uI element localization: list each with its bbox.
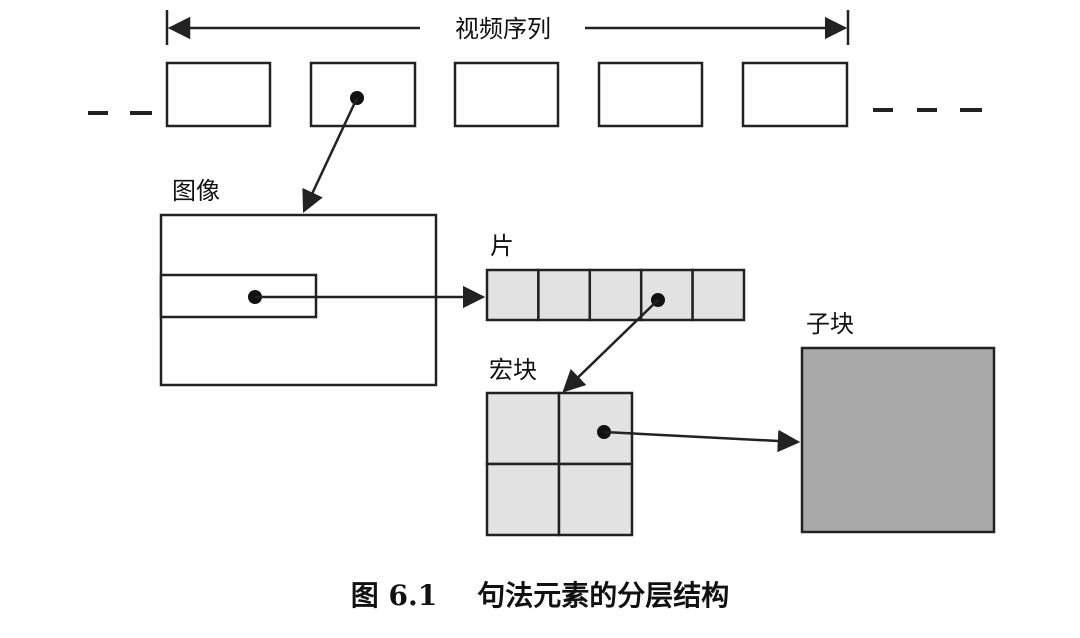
frame-row — [88, 61, 982, 214]
frame — [597, 61, 704, 128]
caption-title: 句法元素的分层结构 — [477, 579, 729, 612]
slice-to-macroblock-arrow — [562, 299, 659, 393]
sub-block-cell — [485, 391, 561, 466]
frame — [741, 61, 849, 128]
sub-block-label: 子块 — [806, 310, 854, 338]
sub-block-cell — [557, 391, 634, 466]
sub-block-cell — [557, 462, 634, 537]
picture-label: 图像 — [172, 177, 220, 205]
macroblock-cell — [691, 268, 746, 322]
video-sequence-span: 视频序列 — [165, 10, 850, 45]
slice-label: 片 — [490, 232, 514, 260]
sub-block: 子块 — [800, 310, 996, 534]
slice: 片 — [485, 232, 746, 393]
video-sequence-label: 视频序列 — [455, 15, 551, 43]
frame — [309, 61, 417, 128]
caption-number: 图 6.1 — [351, 579, 437, 612]
macroblock-to-subblock-arrow — [603, 429, 801, 453]
frame-to-picture-arrow — [302, 97, 359, 214]
macroblock-cell — [537, 268, 592, 322]
frame — [453, 61, 560, 128]
picture: 图像 — [159, 177, 486, 387]
figure-caption: 图 6.1 句法元素的分层结构 — [351, 579, 729, 612]
macroblock-cell — [588, 268, 643, 322]
sub-block-cell — [485, 462, 561, 537]
macroblock-label: 宏块 — [489, 356, 537, 384]
macroblock-cell — [485, 268, 540, 322]
frame — [165, 61, 272, 128]
macroblock-cell — [639, 268, 694, 322]
macroblock: 宏块 — [485, 356, 801, 537]
